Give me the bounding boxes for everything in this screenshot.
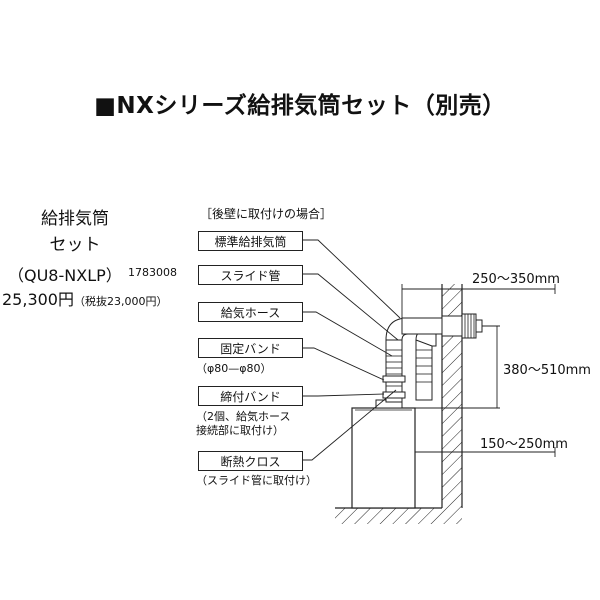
label-tightening-band: 締付バンド — [198, 386, 303, 406]
product-code: （QU8-NXLP） — [8, 266, 122, 285]
heater-unit — [351, 399, 416, 509]
label-insulation-cloth: 断熱クロス — [198, 451, 303, 471]
price-tax: （税抜23,000円） — [74, 295, 168, 308]
flue-pipe-assembly — [382, 313, 483, 403]
part-number: 1783008 — [128, 266, 177, 279]
dimension-top: 250～350mm — [472, 272, 560, 287]
label-standard-flue: 標準給排気筒 — [198, 231, 303, 251]
label-intake-hose: 給気ホース — [198, 302, 303, 322]
product-name-line1: 給排気筒 — [41, 209, 109, 229]
note-fixing-band: （φ80—φ80） — [196, 362, 272, 375]
dimension-lines — [401, 284, 556, 458]
note-insulation-cloth: （スライド管に取付け） — [196, 474, 317, 487]
price-value: 25,300円 — [2, 290, 74, 309]
price: 25,300円（税抜23,000円） — [2, 286, 168, 310]
dimension-bottom: 150～250mm — [480, 437, 568, 452]
floor — [335, 507, 462, 524]
note-tightening-band-line2: 接続部に取付け） — [196, 424, 284, 437]
leader-lines — [303, 239, 401, 461]
label-slide-pipe: スライド管 — [198, 265, 303, 285]
diagram-caption: ［後壁に取付けの場合］ — [200, 207, 333, 221]
product-name-line2: セット — [49, 235, 101, 255]
note-tightening-band-line1: （2個、給気ホース — [196, 410, 291, 423]
page-title: ■NXシリーズ給排気筒セット（別売） — [94, 93, 506, 119]
dimension-vertical: 380～510mm — [503, 363, 591, 378]
label-fixing-band: 固定バンド — [198, 338, 303, 358]
